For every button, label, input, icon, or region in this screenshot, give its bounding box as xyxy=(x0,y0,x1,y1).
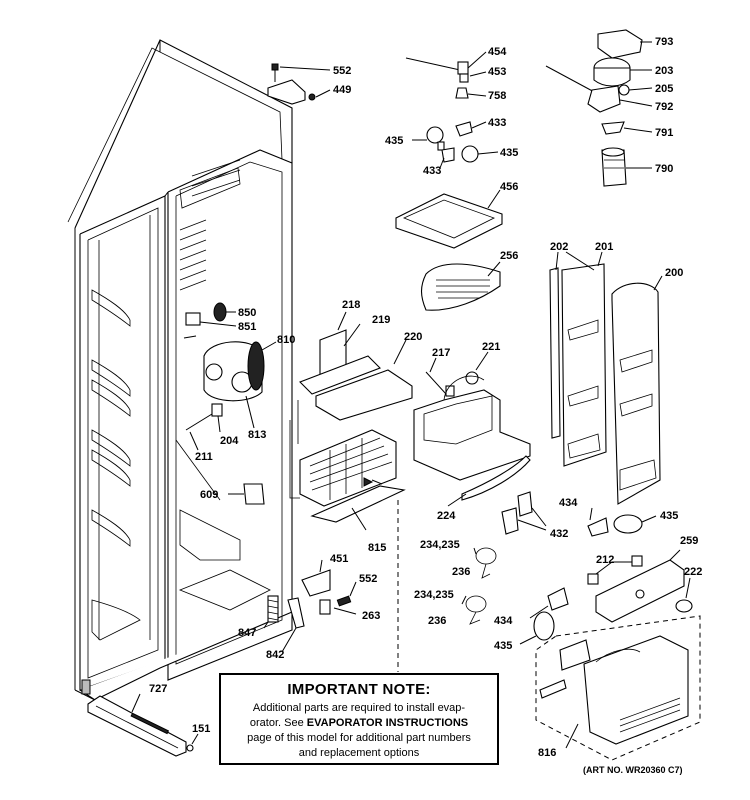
callout-435: 435 xyxy=(494,640,512,652)
note-body: Additional parts are required to install… xyxy=(221,701,497,761)
callout-259: 259 xyxy=(680,535,698,547)
callout-204: 204 xyxy=(220,435,239,447)
evaporator-fan-assembly xyxy=(183,302,277,451)
callout-813: 813 xyxy=(248,429,266,441)
callout-218: 218 xyxy=(342,299,360,311)
callout-263: 263 xyxy=(362,610,380,622)
note-line: page of this model for additional part n… xyxy=(247,732,471,744)
callout-435: 435 xyxy=(500,147,518,159)
refrigerator-cabinet xyxy=(67,39,293,701)
callout-847: 847 xyxy=(238,627,256,639)
air-duct-panels xyxy=(549,251,663,505)
callout-793: 793 xyxy=(655,36,673,48)
callout-236: 236 xyxy=(428,615,446,627)
callout-236: 236 xyxy=(452,566,470,578)
callout-842: 842 xyxy=(266,649,284,661)
callout-217: 217 xyxy=(432,347,450,359)
callout-792: 792 xyxy=(655,101,673,113)
callout-222: 222 xyxy=(684,566,702,578)
shelf-supports xyxy=(461,547,497,625)
callout-435: 435 xyxy=(660,510,678,522)
callout-221: 221 xyxy=(482,341,500,353)
ice-dispenser-assembly xyxy=(535,549,701,761)
evaporator-assembly xyxy=(228,311,413,531)
callout-815: 815 xyxy=(368,542,386,554)
callout-456: 456 xyxy=(500,181,518,193)
note-line: and replacement options xyxy=(298,747,420,759)
art-number: (ART NO. WR20360 C7) xyxy=(583,765,683,775)
light-socket-assembly xyxy=(405,51,499,169)
callout-810: 810 xyxy=(277,334,295,346)
top-hinge xyxy=(267,63,331,105)
callout-433: 433 xyxy=(423,165,441,177)
callout-200: 200 xyxy=(665,267,683,279)
callout-433: 433 xyxy=(488,117,506,129)
callout-434: 434 xyxy=(559,497,578,509)
callout-224: 224 xyxy=(437,510,456,522)
callout-labels: 552 449 454 453 758 435 433 433 435 456 … xyxy=(149,36,702,759)
callout-151: 151 xyxy=(192,723,210,735)
callout-451: 451 xyxy=(330,553,348,565)
lamp-sockets xyxy=(501,491,657,645)
callout-234-235: 234,235 xyxy=(414,589,454,601)
callout-434: 434 xyxy=(494,615,513,627)
callout-552: 552 xyxy=(359,573,377,585)
callout-790: 790 xyxy=(655,163,673,175)
callout-791: 791 xyxy=(655,127,673,139)
callout-256: 256 xyxy=(500,250,518,262)
callout-201: 201 xyxy=(595,241,613,253)
water-filter-assembly xyxy=(545,29,653,187)
callout-212: 212 xyxy=(596,554,614,566)
callout-432: 432 xyxy=(550,528,568,540)
callout-609: 609 xyxy=(200,489,218,501)
note-line: orator. See EVAPORATOR INSTRUCTIONS xyxy=(227,716,491,731)
callout-850: 850 xyxy=(238,307,256,319)
callout-453: 453 xyxy=(488,66,506,78)
bottom-hinge xyxy=(263,559,357,653)
callout-234-235: 234,235 xyxy=(420,539,460,551)
callout-816: 816 xyxy=(538,747,556,759)
note-title: IMPORTANT NOTE: xyxy=(287,681,431,698)
callout-202: 202 xyxy=(550,241,568,253)
callout-727: 727 xyxy=(149,683,167,695)
callout-203: 203 xyxy=(655,65,673,77)
callout-220: 220 xyxy=(404,331,422,343)
callout-758: 758 xyxy=(488,90,506,102)
note-line-text: orator. See xyxy=(249,717,307,729)
callout-851: 851 xyxy=(238,321,256,333)
callout-211: 211 xyxy=(195,451,213,463)
callout-449: 449 xyxy=(333,84,351,96)
evaporator-instructions-reference: EVAPORATOR INSTRUCTIONS xyxy=(306,717,469,729)
callout-219: 219 xyxy=(372,314,390,326)
light-shield xyxy=(395,189,503,311)
callout-205: 205 xyxy=(655,83,673,95)
important-note-box: IMPORTANT NOTE: Additional parts are req… xyxy=(219,673,499,765)
kickplate xyxy=(87,693,199,757)
callout-552: 552 xyxy=(333,65,351,77)
dispenser-housing xyxy=(413,351,531,507)
note-line: Additional parts are required to install… xyxy=(252,702,466,714)
callout-454: 454 xyxy=(488,46,507,58)
callout-435: 435 xyxy=(385,135,403,147)
